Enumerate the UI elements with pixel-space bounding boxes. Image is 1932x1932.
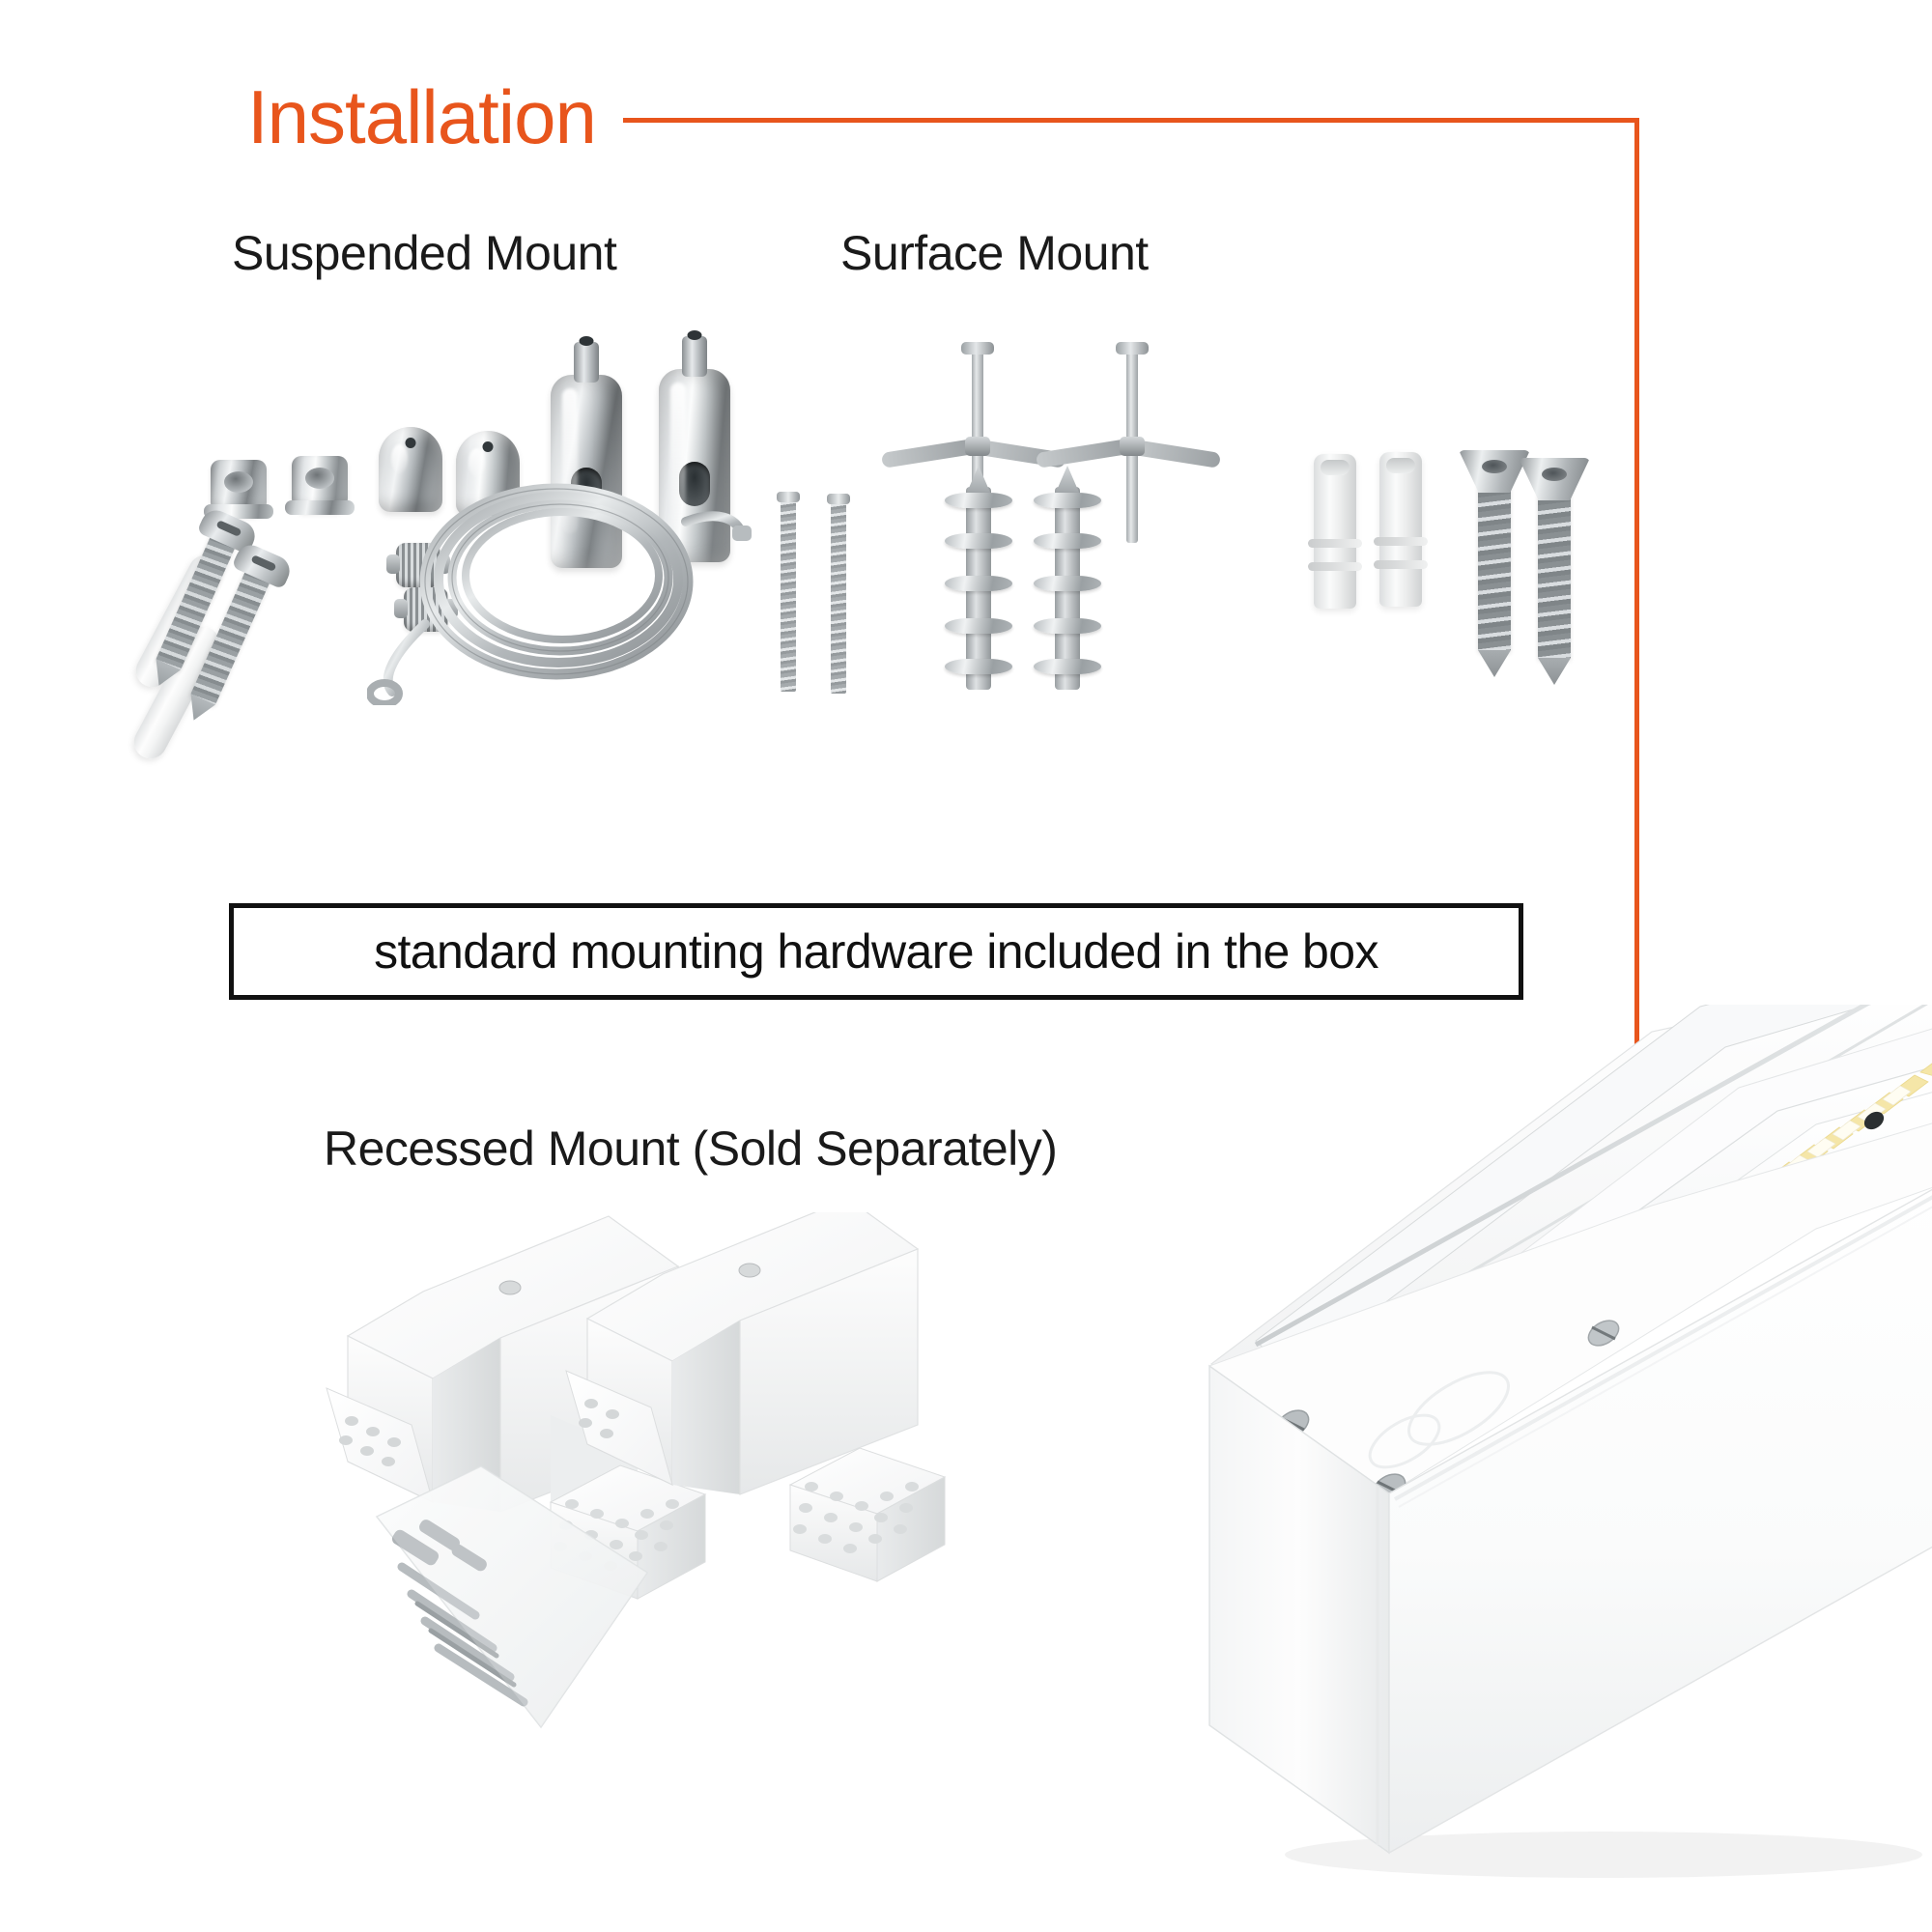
flat-head-screw-icon — [1459, 450, 1530, 677]
toggle-bolt-icon — [1035, 342, 1222, 553]
section-heading-surface-mount: Surface Mount — [840, 226, 1149, 280]
u-channel-mounting-bracket — [565, 1212, 947, 1582]
led-linear-fixture — [1208, 1005, 1932, 1878]
recessed-mount-bracket-group — [326, 1212, 947, 1600]
section-heading-suspended-mount: Suspended Mount — [232, 226, 617, 280]
machine-screw-icon — [777, 492, 800, 692]
steel-suspension-cable-coil-icon — [367, 483, 752, 705]
machine-screw-icon — [827, 494, 850, 694]
threaded-nut-flanged-icon — [285, 456, 355, 515]
section-heading-recessed-mount: Recessed Mount (Sold Separately) — [324, 1122, 1058, 1176]
caption-box: standard mounting hardware included in t… — [229, 903, 1523, 1000]
dome-cap-icon — [379, 427, 442, 512]
plastic-wall-anchor-icon — [1308, 454, 1362, 609]
surface-mount-hardware-group — [734, 328, 1590, 734]
flat-head-screw-icon — [1519, 458, 1590, 685]
plastic-wall-anchor-icon — [1374, 452, 1428, 607]
caption-text: standard mounting hardware included in t… — [374, 924, 1378, 979]
suspended-mount-hardware-group — [128, 319, 753, 765]
callout-line-vertical — [1634, 118, 1639, 1128]
cable-gripper-icon — [659, 336, 730, 562]
callout-line-horizontal — [623, 118, 1639, 123]
coarse-drywall-anchor-icon — [945, 466, 1012, 690]
page-title: Installation — [247, 74, 597, 159]
hardware-bag-icon — [375, 1465, 649, 1729]
coarse-drywall-anchor-icon — [1034, 466, 1101, 690]
threaded-nut-icon — [204, 460, 273, 519]
